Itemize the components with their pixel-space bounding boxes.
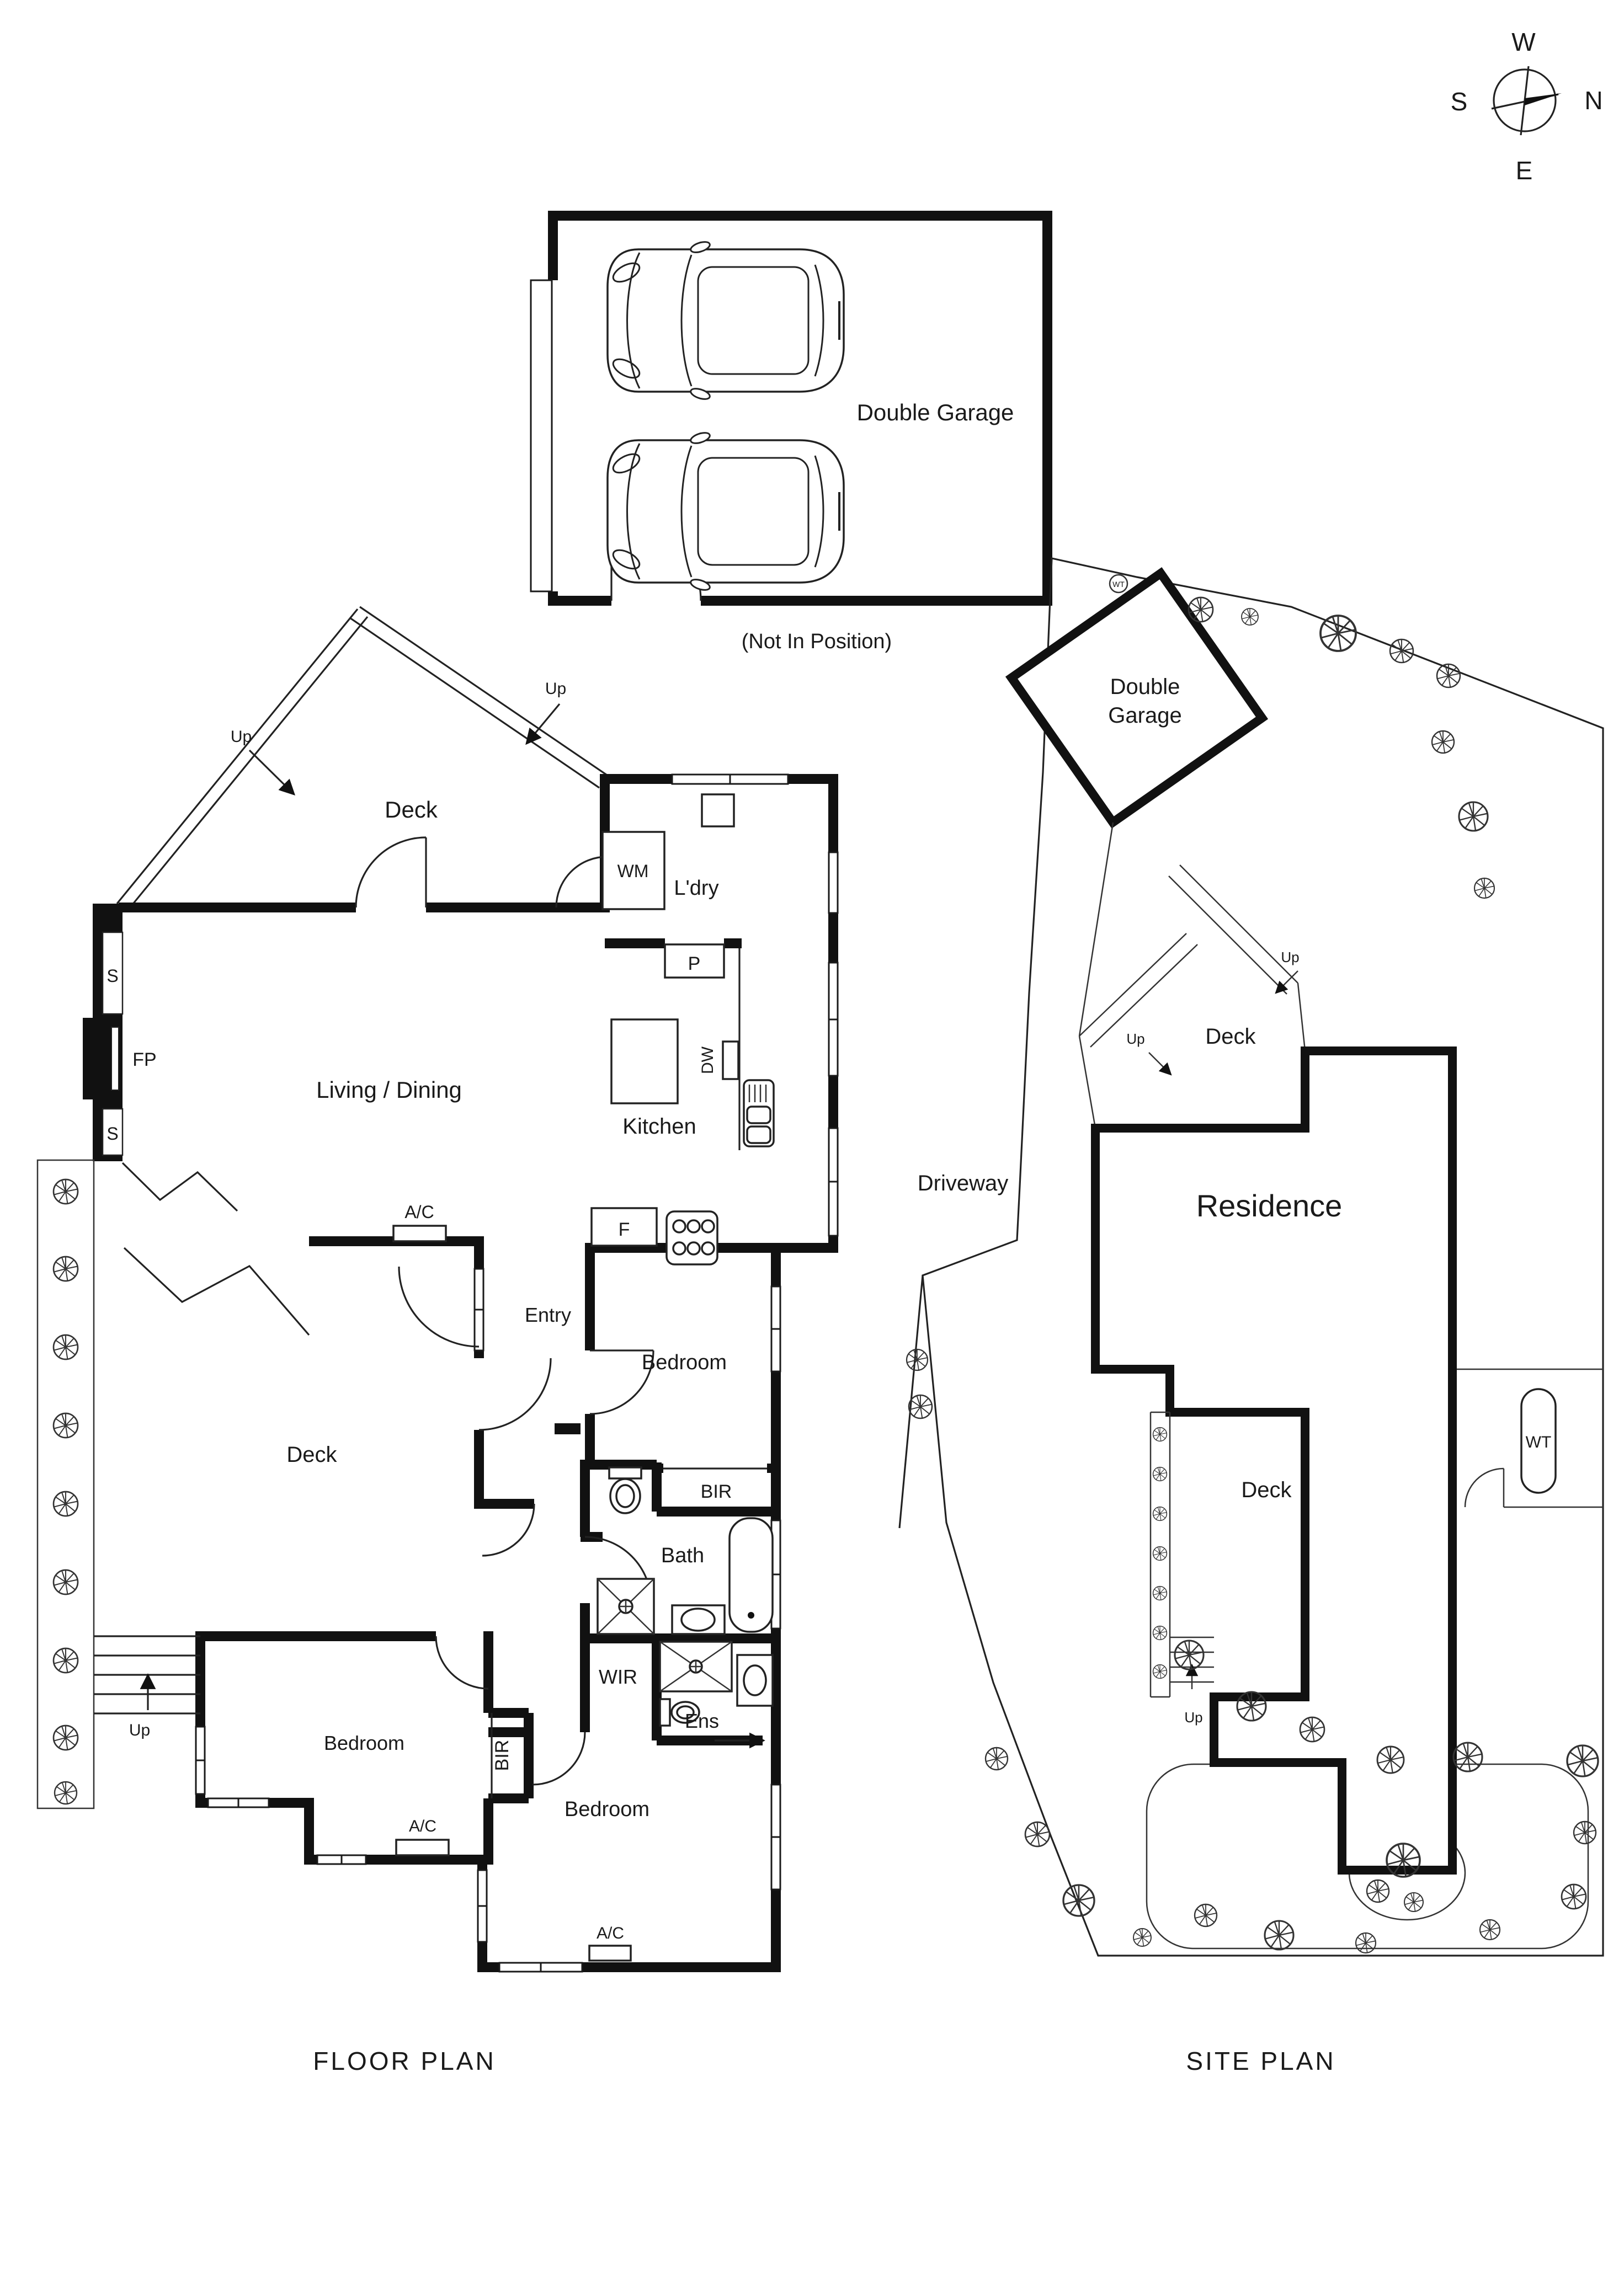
bir-left-label: BIR (492, 1740, 513, 1771)
fence-gate-wall (1503, 1469, 1603, 1508)
site-up2-label: Up (1126, 1030, 1144, 1047)
ens-label: Ens (685, 1710, 719, 1732)
site-up3-label: Up (1184, 1709, 1202, 1726)
fridge-label: F (619, 1219, 630, 1240)
compass-north-pointer (1525, 93, 1562, 105)
site-deck-side-label: Deck (1241, 1478, 1292, 1502)
pantry-cupboard (664, 943, 725, 979)
bedroom-left-label: Bedroom (324, 1732, 404, 1754)
water-tank-label: WT (1526, 1433, 1552, 1451)
break-line (123, 1247, 310, 1336)
site-garage-label-1: Double (1110, 675, 1180, 699)
up-label-deck-right: Up (545, 680, 566, 698)
vanity-bath (671, 1604, 726, 1635)
water-tank (1520, 1388, 1557, 1494)
gate-swing (1464, 1467, 1504, 1508)
site-up2-arrow (1148, 1052, 1172, 1076)
toilet-ens (659, 1698, 700, 1727)
floor-plan-walls (119, 774, 838, 1972)
washing-machine (601, 831, 665, 910)
driveway-label: Driveway (918, 1171, 1008, 1195)
bedroom-bottom-label: Bedroom (565, 1798, 649, 1821)
bir-mid (654, 1464, 776, 1473)
garage-detail: Double Garage (Not In Position) (530, 211, 1052, 653)
dishwasher-label: DW (699, 1046, 717, 1074)
compass-south-label: S (1451, 87, 1468, 116)
garage-door-panel (530, 279, 553, 592)
compass-west-label: W (1511, 28, 1536, 56)
compass-north-label: N (1584, 86, 1602, 115)
fireplace-label: FP (132, 1049, 156, 1070)
cooktop (665, 1210, 718, 1266)
ac-unit-living (392, 1225, 447, 1242)
site-up1-label: Up (1281, 949, 1299, 965)
site-plan-title: SITE PLAN (1186, 2047, 1335, 2075)
floor-plan-doors (355, 836, 765, 1786)
toilet-bath (608, 1466, 642, 1514)
laundry-cupboard (701, 793, 735, 827)
floor-plan-windows (195, 773, 839, 1973)
residence-outline (1091, 1046, 1457, 1875)
site-garage-label-2: Garage (1108, 703, 1181, 728)
deck-top-edges (116, 606, 608, 912)
kitchen-sink (743, 1079, 775, 1147)
site-deck-top-label: Deck (1205, 1024, 1256, 1049)
garage-detail-label: Double Garage (857, 399, 1014, 425)
store-bottom-label: S (107, 1124, 118, 1144)
ac-living-label: A/C (404, 1202, 434, 1222)
store-top-label: S (107, 966, 118, 986)
wt-top-circle (1109, 574, 1128, 594)
site-up1-arrow (1275, 970, 1298, 994)
deck-side-label: Deck (286, 1443, 337, 1467)
bedroom-mid-label: Bedroom (642, 1351, 727, 1374)
site-deck-stairs (1078, 822, 1306, 1129)
fireplace-wall: S FP S (83, 904, 157, 1161)
bathtub (728, 1517, 774, 1633)
garage-note-label: (Not In Position) (742, 630, 892, 653)
deck-top-label: Deck (385, 797, 438, 823)
bir-mid-label: BIR (701, 1481, 732, 1502)
pantry-label: P (688, 953, 701, 974)
vanity-ens (736, 1654, 774, 1707)
kitchen-island (610, 1018, 679, 1104)
wm-label: WM (617, 861, 649, 881)
up-stairs-label: Up (129, 1721, 150, 1739)
living-label: Living / Dining (316, 1077, 462, 1103)
up-label-deck-left: Up (231, 728, 252, 746)
dishwasher-unit (722, 1040, 739, 1080)
floor-plan-fixtures (392, 793, 775, 1962)
entry-label: Entry (525, 1304, 571, 1326)
kitchen-label: Kitchen (622, 1114, 696, 1139)
up-arrow-deck-right (525, 703, 561, 745)
up-arrow-deck-left (248, 749, 296, 796)
compass-east-label: E (1516, 156, 1533, 185)
laundry-label: L'dry (674, 877, 718, 900)
ac-left-label: A/C (409, 1817, 436, 1835)
site-boundary (922, 557, 1604, 1957)
residence-label: Residence (1196, 1188, 1343, 1223)
floor-plan-title: FLOOR PLAN (313, 2047, 496, 2075)
shower-bath (597, 1578, 655, 1635)
wt-top-label: WT (1112, 580, 1125, 589)
floor-plan: Up Up Deck (36, 606, 839, 2075)
compass-rose: W N E S (1451, 28, 1603, 185)
car-icon (606, 238, 845, 403)
shower-ens (659, 1641, 733, 1692)
break-line (121, 1162, 238, 1212)
wir-label: WIR (599, 1665, 637, 1688)
site-plan: Double Garage WT Up Up Deck Residence Dr… (898, 557, 1604, 2075)
bath-label: Bath (661, 1544, 704, 1567)
ac-bottom-label: A/C (597, 1924, 624, 1942)
site-side-deck (1149, 1411, 1214, 1698)
car-icon (606, 429, 845, 594)
fridge-space (590, 1207, 658, 1247)
ac-unit-bedroom-bottom (588, 1945, 632, 1962)
crossover-splay (898, 1275, 924, 1529)
ac-unit-bedroom-left (395, 1839, 450, 1856)
site-garage (1005, 567, 1269, 829)
west-deck (36, 1159, 310, 1809)
